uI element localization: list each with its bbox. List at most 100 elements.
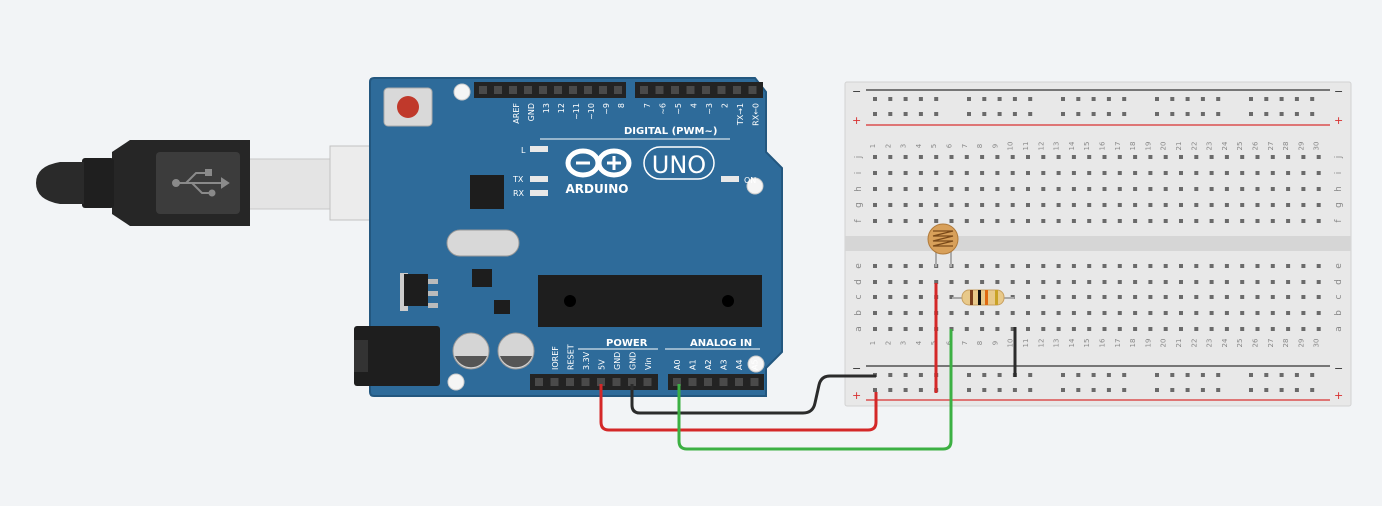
breadboard-hole[interactable] (918, 295, 923, 299)
breadboard-hole[interactable] (1316, 187, 1321, 191)
breadboard-hole[interactable] (1102, 295, 1107, 299)
breadboard-hole[interactable] (1301, 264, 1306, 268)
breadboard-hole[interactable] (1224, 155, 1229, 159)
breadboard-hole[interactable] (1087, 171, 1092, 175)
breadboard-hole[interactable] (1071, 219, 1076, 223)
breadboard-hole[interactable] (1286, 327, 1291, 331)
breadboard-hole[interactable] (964, 264, 969, 268)
rail-hole[interactable] (1310, 112, 1315, 116)
breadboard-hole[interactable] (995, 171, 1000, 175)
rail-hole[interactable] (967, 97, 971, 101)
breadboard-hole[interactable] (1087, 187, 1092, 191)
breadboard-hole[interactable] (964, 280, 969, 284)
breadboard-hole[interactable] (1255, 219, 1260, 223)
breadboard-hole[interactable] (1301, 171, 1306, 175)
breadboard-hole[interactable] (1071, 155, 1076, 159)
breadboard-hole[interactable] (964, 171, 969, 175)
breadboard-hole[interactable] (888, 171, 893, 175)
rail-hole[interactable] (1294, 388, 1299, 392)
rail-hole[interactable] (1076, 97, 1081, 101)
breadboard-hole[interactable] (980, 280, 985, 284)
rail-hole[interactable] (1106, 388, 1111, 392)
header-socket[interactable] (612, 378, 621, 386)
rail-hole[interactable] (1170, 373, 1175, 377)
reset-button[interactable] (383, 87, 433, 127)
breadboard[interactable]: 1122334455667788991010111112121313141415… (844, 81, 1352, 407)
rail-hole[interactable] (982, 112, 987, 116)
rail-hole[interactable] (1061, 373, 1065, 377)
rail-hole[interactable] (1279, 388, 1284, 392)
rail-hole[interactable] (903, 373, 908, 377)
breadboard-hole[interactable] (1301, 280, 1306, 284)
header-socket[interactable] (581, 378, 590, 386)
breadboard-hole[interactable] (1102, 203, 1107, 207)
breadboard-hole[interactable] (1316, 203, 1321, 207)
rail-hole[interactable] (1216, 373, 1221, 377)
header-socket[interactable] (673, 378, 681, 386)
rail-hole[interactable] (1091, 373, 1096, 377)
header-socket[interactable] (686, 86, 695, 94)
rail-hole[interactable] (918, 97, 923, 101)
breadboard-hole[interactable] (1056, 187, 1061, 191)
breadboard-hole[interactable] (903, 327, 908, 331)
rail-hole[interactable] (1264, 373, 1269, 377)
rail-hole[interactable] (1216, 112, 1221, 116)
breadboard-hole[interactable] (934, 187, 939, 191)
breadboard-hole[interactable] (888, 311, 893, 315)
breadboard-hole[interactable] (1102, 187, 1107, 191)
breadboard-hole[interactable] (1194, 295, 1199, 299)
breadboard-hole[interactable] (888, 187, 893, 191)
breadboard-hole[interactable] (1010, 155, 1015, 159)
breadboard-hole[interactable] (1270, 187, 1275, 191)
rail-hole[interactable] (1091, 388, 1096, 392)
header-socket[interactable] (748, 86, 757, 94)
breadboard-hole[interactable] (1010, 327, 1015, 331)
breadboard-hole[interactable] (995, 203, 1000, 207)
breadboard-hole[interactable] (1286, 219, 1291, 223)
breadboard-hole[interactable] (1056, 171, 1061, 175)
breadboard-hole[interactable] (964, 187, 969, 191)
header-socket[interactable] (640, 86, 648, 94)
breadboard-hole[interactable] (1270, 280, 1275, 284)
breadboard-hole[interactable] (949, 203, 954, 207)
rail-hole[interactable] (1249, 373, 1253, 377)
breadboard-hole[interactable] (1255, 264, 1260, 268)
breadboard-hole[interactable] (1133, 295, 1138, 299)
rail-hole[interactable] (1294, 97, 1299, 101)
breadboard-hole[interactable] (1117, 155, 1122, 159)
rail-hole[interactable] (1061, 388, 1065, 392)
power-header[interactable] (530, 374, 658, 390)
breadboard-hole[interactable] (995, 264, 1000, 268)
breadboard-hole[interactable] (903, 311, 908, 315)
rail-hole[interactable] (1028, 97, 1033, 101)
breadboard-hole[interactable] (903, 155, 908, 159)
breadboard-hole[interactable] (1286, 203, 1291, 207)
rail-hole[interactable] (1200, 112, 1205, 116)
breadboard-hole[interactable] (873, 280, 877, 284)
breadboard-hole[interactable] (1148, 187, 1153, 191)
rail-hole[interactable] (1028, 373, 1033, 377)
breadboard-hole[interactable] (1117, 264, 1122, 268)
breadboard-hole[interactable] (964, 327, 969, 331)
breadboard-hole[interactable] (918, 187, 923, 191)
breadboard-hole[interactable] (1316, 295, 1321, 299)
breadboard-hole[interactable] (903, 171, 908, 175)
rail-hole[interactable] (888, 97, 893, 101)
breadboard-hole[interactable] (995, 280, 1000, 284)
breadboard-hole[interactable] (1102, 171, 1107, 175)
breadboard-hole[interactable] (918, 280, 923, 284)
breadboard-hole[interactable] (1148, 327, 1153, 331)
breadboard-hole[interactable] (1056, 219, 1061, 223)
breadboard-hole[interactable] (1041, 280, 1046, 284)
breadboard-hole[interactable] (1102, 219, 1107, 223)
rail-hole[interactable] (1122, 388, 1127, 392)
breadboard-hole[interactable] (1133, 203, 1138, 207)
breadboard-hole[interactable] (1194, 187, 1199, 191)
rail-hole[interactable] (1249, 388, 1253, 392)
rail-hole[interactable] (1185, 112, 1190, 116)
breadboard-hole[interactable] (918, 219, 923, 223)
breadboard-hole[interactable] (1102, 280, 1107, 284)
breadboard-hole[interactable] (1163, 311, 1168, 315)
rail-hole[interactable] (918, 388, 923, 392)
